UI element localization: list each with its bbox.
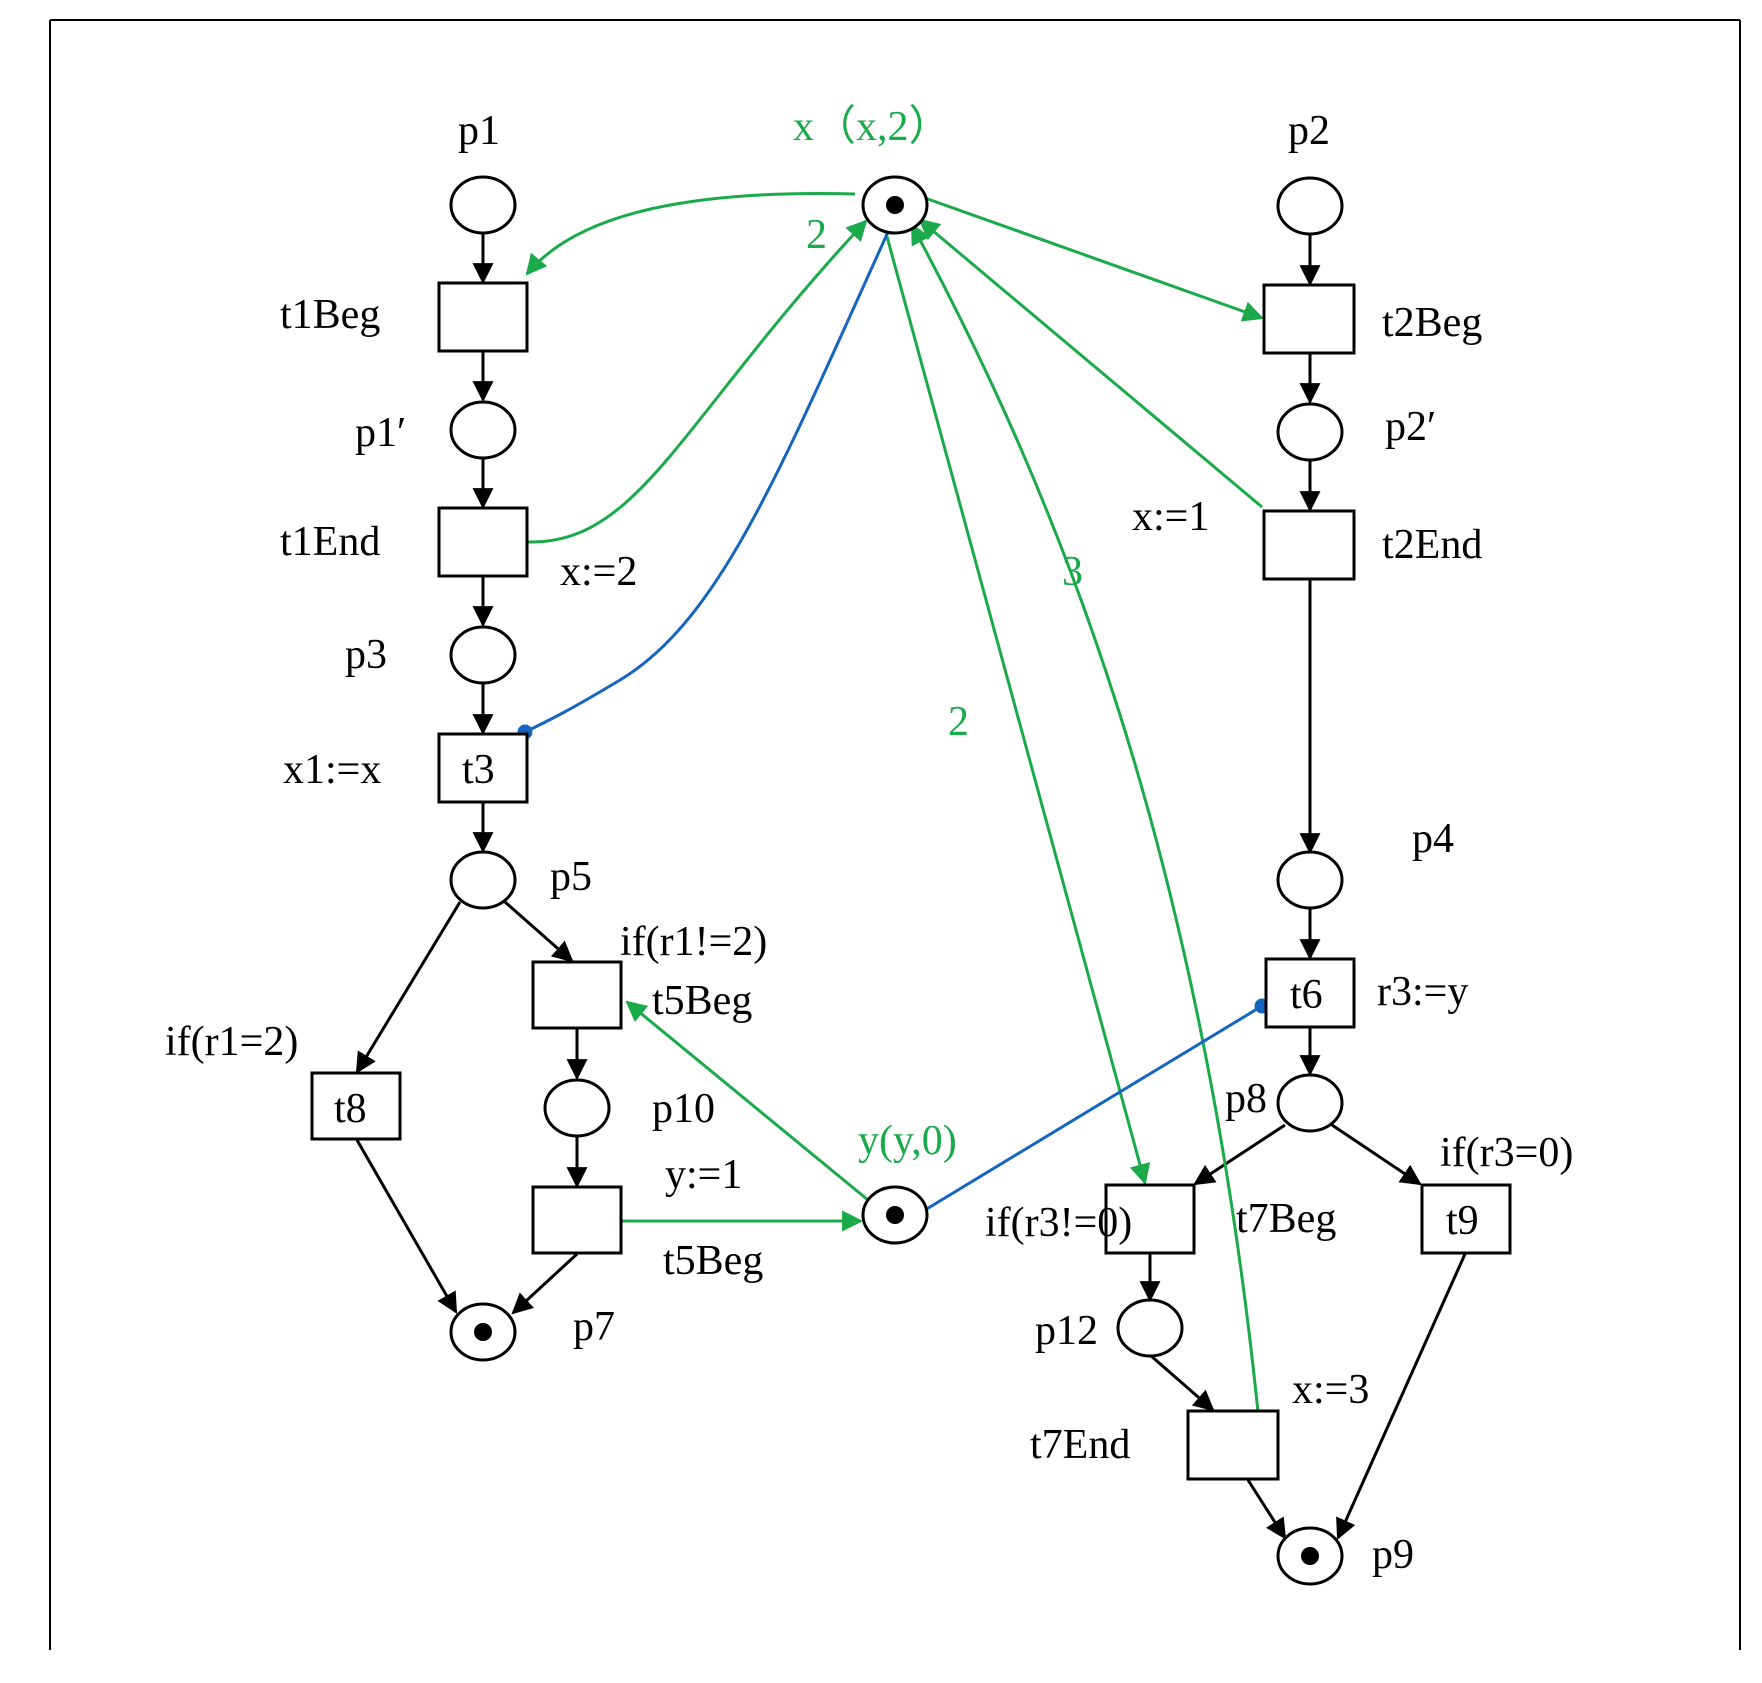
write-arcs bbox=[525, 192, 1264, 1413]
label-p1prime: p1′ bbox=[355, 410, 406, 456]
annotation-t8-guard: if(r1=2) bbox=[165, 1019, 298, 1065]
arc-t9-p9 bbox=[1336, 1253, 1467, 1540]
token-p7 bbox=[474, 1323, 492, 1341]
transition-t1End[interactable] bbox=[437, 506, 529, 578]
label-t3: t3 bbox=[462, 747, 495, 793]
read-arcs bbox=[517, 231, 1270, 1212]
label-p12: p12 bbox=[1035, 1308, 1098, 1354]
transition-t1Beg[interactable] bbox=[437, 281, 529, 353]
label-p3: p3 bbox=[345, 632, 387, 678]
transition-t6[interactable] bbox=[1264, 957, 1356, 1029]
arc-p5-t8 bbox=[355, 901, 462, 1074]
label-t5Beg-upper: t5Beg bbox=[652, 978, 752, 1024]
place-p4[interactable] bbox=[1276, 850, 1344, 910]
transition-t5Beg[interactable] bbox=[531, 960, 623, 1030]
token-x bbox=[886, 196, 904, 214]
place-p8[interactable] bbox=[1276, 1073, 1344, 1133]
label-t1Beg: t1Beg bbox=[280, 292, 380, 338]
control-arcs bbox=[355, 234, 1467, 1540]
annotation-t9-guard: if(r3=0) bbox=[1440, 1130, 1573, 1176]
label-x-place: x（x,2） bbox=[793, 104, 951, 150]
label-t7Beg: t7Beg bbox=[1236, 1196, 1336, 1242]
arc-t7End-x bbox=[910, 223, 1260, 1413]
place-p3[interactable] bbox=[449, 625, 517, 685]
weight-t1End-to-x: 2 bbox=[806, 212, 827, 258]
transition-t3[interactable] bbox=[437, 732, 529, 804]
labels: p1 p1′ p3 p5 p10 p7 p2 p2′ p4 p8 p12 p9 … bbox=[165, 104, 1573, 1578]
annotation-t3-assign: x1:=x bbox=[283, 747, 381, 793]
label-p4: p4 bbox=[1412, 816, 1454, 862]
label-p5: p5 bbox=[550, 854, 592, 900]
transition-t9[interactable] bbox=[1420, 1183, 1512, 1255]
place-p1[interactable] bbox=[449, 175, 517, 235]
arc-p8-t7Beg bbox=[1193, 1123, 1286, 1186]
arc-read-x-t3 bbox=[517, 231, 890, 740]
label-p2prime: p2′ bbox=[1385, 404, 1436, 450]
annotation-t6-assign: r3:=y bbox=[1377, 969, 1468, 1015]
arc-t8-p7 bbox=[355, 1139, 458, 1314]
annotation-t5-assign: y:=1 bbox=[665, 1152, 742, 1198]
arc-p8-t9 bbox=[1331, 1123, 1422, 1186]
place-p12[interactable] bbox=[1116, 1298, 1184, 1358]
label-t9: t9 bbox=[1446, 1198, 1479, 1244]
label-t2End: t2End bbox=[1382, 522, 1482, 568]
token-y bbox=[886, 1206, 904, 1224]
place-p2prime[interactable] bbox=[1276, 402, 1344, 462]
token-p9 bbox=[1301, 1547, 1319, 1565]
transitions bbox=[310, 281, 1512, 1481]
label-t8: t8 bbox=[334, 1086, 367, 1132]
annotation-t5-guard: if(r1!=2) bbox=[620, 919, 767, 965]
weight-x-to-t7Beg: 2 bbox=[948, 699, 969, 745]
transition-t2End[interactable] bbox=[1262, 509, 1356, 581]
annotation-t2End-assign: x:=1 bbox=[1132, 494, 1209, 540]
annotation-t7-guard: if(r3!=0) bbox=[985, 1200, 1132, 1246]
place-p2[interactable] bbox=[1276, 176, 1344, 236]
transition-t8[interactable] bbox=[310, 1071, 402, 1141]
arc-t1End-x bbox=[526, 219, 868, 544]
transition-t7Beg[interactable] bbox=[1104, 1183, 1196, 1255]
transition-t2Beg[interactable] bbox=[1262, 283, 1356, 355]
place-p10[interactable] bbox=[543, 1078, 611, 1138]
transition-t7End[interactable] bbox=[1186, 1409, 1280, 1481]
label-t6: t6 bbox=[1290, 972, 1323, 1018]
arc-x-t2Beg bbox=[924, 196, 1264, 322]
arc-read-y-t6 bbox=[924, 998, 1270, 1212]
arc-y-t5Beg bbox=[625, 1000, 869, 1202]
place-p1prime[interactable] bbox=[449, 400, 517, 460]
places bbox=[449, 175, 1344, 1586]
label-t7End: t7End bbox=[1030, 1422, 1130, 1468]
arc-t2End-x bbox=[918, 218, 1263, 509]
arc-p5-t5Beg bbox=[504, 900, 574, 963]
label-p2: p2 bbox=[1288, 108, 1330, 154]
label-t5Beg-lower: t5Beg bbox=[663, 1238, 763, 1284]
weight-t7End-to-x: 3 bbox=[1062, 549, 1083, 595]
label-p8: p8 bbox=[1225, 1076, 1267, 1122]
arc-x-t7Beg bbox=[884, 232, 1151, 1186]
annotation-t1End-assign: x:=2 bbox=[560, 549, 637, 595]
annotation-t7End-assign: x:=3 bbox=[1292, 1367, 1369, 1413]
arc-p12-t7End bbox=[1149, 1353, 1215, 1412]
label-p7: p7 bbox=[573, 1304, 615, 1350]
label-p9: p9 bbox=[1372, 1532, 1414, 1578]
transition-t5[interactable] bbox=[531, 1185, 623, 1255]
label-y-place: y(y,0) bbox=[858, 1118, 957, 1164]
arc-t5-p7 bbox=[511, 1252, 579, 1315]
arc-t7End-p9 bbox=[1246, 1479, 1287, 1540]
label-p10: p10 bbox=[652, 1086, 715, 1132]
label-t1End: t1End bbox=[280, 519, 380, 565]
place-p5[interactable] bbox=[449, 850, 517, 910]
label-p1: p1 bbox=[458, 108, 500, 154]
arc-x-t1Beg bbox=[525, 192, 856, 276]
label-t2Beg: t2Beg bbox=[1382, 300, 1482, 346]
